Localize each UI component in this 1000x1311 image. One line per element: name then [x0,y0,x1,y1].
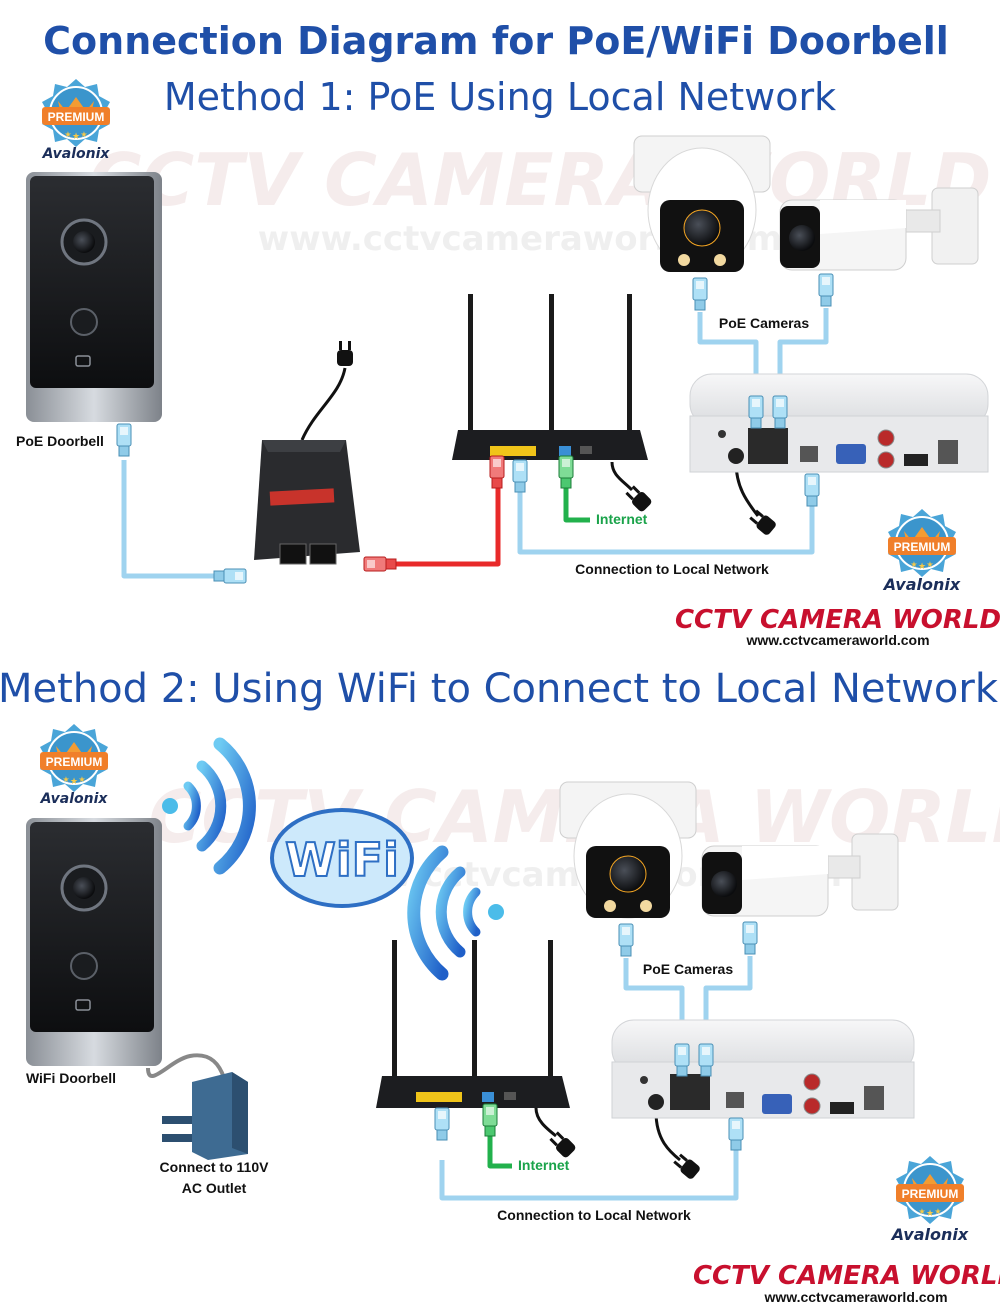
nvr-rj45-2 [698,1043,714,1077]
power-adapter-icon [162,1072,248,1160]
router-rj45-red [489,455,505,489]
plug-icon [747,508,778,537]
router-rj45-green [482,1103,498,1137]
router [452,294,648,460]
dome-rj45 [618,923,634,957]
router-rj45-blue [434,1107,450,1141]
poe-cameras-label: PoE Cameras [719,315,809,331]
internet-label: Internet [518,1157,570,1173]
cctv-camera-world-logo: CCTV CAMERA WORLD [693,1261,1000,1291]
ac-outlet-label-line1: Connect to 110V [160,1159,270,1175]
avalonix-logo: Avalonix [42,146,111,162]
avalonix-logo: Avalonix [890,1225,969,1244]
avalonix-logo: Avalonix [882,575,961,594]
doorbell-rj45-connector [116,423,132,457]
nvr [689,373,989,473]
wifi-doorbell [26,818,162,1066]
nvr-rj45-1 [674,1043,690,1077]
injector-rj45-red [363,556,397,572]
dome-camera [559,781,697,919]
premium-badge-top-left [41,78,111,148]
bullet-camera [779,187,979,271]
nvr-rj45-network [728,1117,744,1151]
ac-outlet-label-line2: AC Outlet [182,1180,247,1196]
router-power-cord [534,1107,557,1138]
method1-heading: Method 1: PoE Using Local Network [164,75,836,119]
nvr-rj45-1 [748,395,764,429]
wifi-badge-text: WiFi [285,833,399,887]
internet-label: Internet [596,511,648,527]
website-url: www.cctvcameraworld.com [763,1289,947,1305]
injector-to-router-cable [364,474,501,567]
network-connection-label: Connection to Local Network [575,561,769,577]
nvr-rj45-network [804,473,820,507]
router-power-cord [610,461,634,492]
dome-to-nvr-cable [697,312,759,402]
method2-heading: Method 2: Using WiFi to Connect to Local… [0,666,999,712]
website-url: www.cctvcameraworld.com [745,632,929,648]
cables-method1 [121,308,829,579]
bullet-rj45 [742,921,758,955]
plug-icon [337,341,353,366]
dome-rj45 [692,277,708,311]
router-rj45-blue [512,459,528,493]
router [376,940,570,1108]
premium-badge-top-left [39,723,109,793]
router-to-nvr-cable [439,1150,739,1201]
nvr [611,1019,915,1119]
internet-cable [487,1136,512,1169]
injector-rj45-blue [213,568,247,584]
wifi-badge-icon: WiFi [270,808,414,908]
poe-doorbell-label: PoE Doorbell [16,433,104,449]
premium-badge-right [887,508,957,578]
injector-power-cord [300,367,347,441]
avalonix-logo: Avalonix [40,791,109,807]
nvr-power-cord [654,1111,681,1162]
bullet-camera [701,833,899,917]
poe-injector [254,440,360,565]
router-rj45-green [558,455,574,489]
network-connection-label: Connection to Local Network [497,1207,691,1223]
cables-method2 [146,956,753,1201]
premium-badge-right [895,1155,965,1225]
dome-to-nvr-cable [623,958,685,1050]
internet-cable [563,484,590,523]
poe-doorbell [26,172,162,422]
doorbell-power-cord [146,1053,226,1079]
cctv-camera-world-logo: CCTV CAMERA WORLD [675,605,1000,635]
bullet-to-nvr-cable [703,956,753,1050]
wifi-doorbell-label: WiFi Doorbell [26,1070,116,1086]
router-to-nvr-cable [517,488,815,555]
dome-camera [633,135,771,273]
bullet-to-nvr-cable [777,308,829,402]
poe-cameras-label: PoE Cameras [643,961,733,977]
wifi-signal-icon [162,737,256,875]
wifi-signal-router-icon [407,845,504,981]
bullet-rj45 [818,273,834,307]
doorbell-to-injector-cable [121,460,246,579]
diagram-title: Connection Diagram for PoE/WiFi Doorbell [43,19,949,63]
nvr-rj45-2 [772,395,788,429]
